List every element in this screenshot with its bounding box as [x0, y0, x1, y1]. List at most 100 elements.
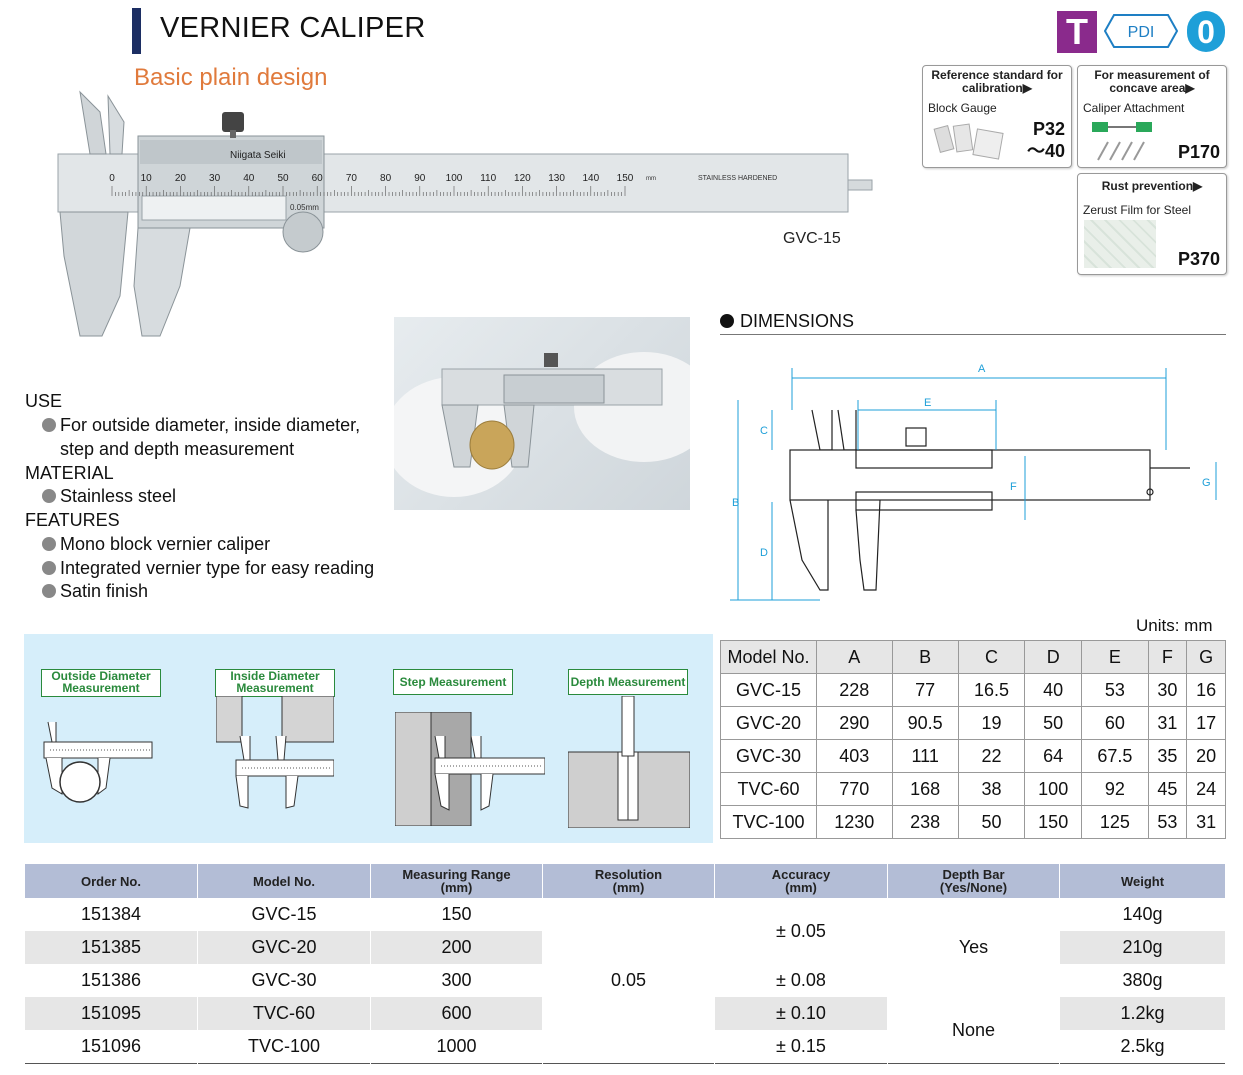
weight: 2.5kg [1059, 1030, 1225, 1064]
order-table: Order No. Model No. Measuring Range (mm)… [24, 864, 1225, 1064]
table-cell: 1230 [816, 805, 893, 839]
scale-number: 100 [446, 173, 463, 184]
model-no: GVC-30 [197, 964, 371, 997]
dimensions-heading-text: DIMENSIONS [740, 311, 855, 331]
table-cell: 64 [1024, 739, 1083, 773]
col-header: G [1186, 640, 1226, 674]
feature-item-text: Integrated vernier type for easy reading [60, 558, 375, 578]
table-cell: 770 [816, 772, 893, 806]
feature-item-text: Mono block vernier caliper [60, 534, 271, 554]
col-header: E [1081, 640, 1149, 674]
feature-item: Integrated vernier type for easy reading [42, 558, 374, 579]
table-cell: 16 [1186, 673, 1226, 707]
ref-rust-page: P370 [1177, 249, 1220, 269]
table-cell: 150 [1024, 805, 1083, 839]
measuring-range: 600 [370, 997, 543, 1030]
ref-concave-page: P170 [1177, 142, 1220, 162]
col-header: C [957, 640, 1026, 674]
col-header: Resolution (mm) [542, 864, 715, 898]
col-header: Accuracy (mm) [714, 864, 888, 898]
step-measurement-icon [395, 712, 545, 826]
material-item-text: Stainless steel [60, 486, 177, 506]
table-cell: 31 [1147, 706, 1188, 740]
table-cell: 100 [1024, 772, 1083, 806]
col-header: Model No. [720, 640, 817, 674]
scale-number: 70 [346, 173, 358, 184]
use-item: For outside diameter, inside diameter, [42, 415, 360, 436]
caliper-brand: Niigata Seiki [230, 150, 286, 161]
table-cell: GVC-20 [720, 706, 817, 740]
dimensions-heading: DIMENSIONS [720, 311, 854, 332]
depth-measurement-icon [568, 696, 690, 828]
feature-item: Satin finish [42, 581, 148, 602]
table-cell: TVC-60 [720, 772, 817, 806]
dim-letter-b: B [732, 497, 739, 509]
step-measurement-label: Step Measurement [393, 669, 513, 695]
features-heading: FEATURES [25, 510, 120, 530]
table-cell: 403 [816, 739, 893, 773]
dim-letter-a: A [978, 363, 986, 375]
dim-letter-c: C [760, 425, 768, 437]
zero-badge-text: 0 [1197, 14, 1215, 50]
model-no: TVC-100 [197, 1030, 371, 1064]
scale-number: 0 [109, 173, 115, 184]
bullet-icon [42, 584, 56, 598]
depth-measurement-label: Depth Measurement [568, 669, 688, 695]
depth-bar-cell: None [887, 997, 1060, 1064]
order-no: 151096 [24, 1030, 198, 1064]
badge-t-icon: T [1057, 11, 1097, 53]
scale-number: 130 [548, 173, 565, 184]
table-cell: 35 [1147, 739, 1188, 773]
table-cell: 67.5 [1081, 739, 1149, 773]
table-cell: 17 [1186, 706, 1226, 740]
model-no: GVC-20 [197, 931, 371, 964]
ref-box-rust[interactable]: Rust prevention▶ Zerust Film for Steel P… [1077, 173, 1227, 275]
col-header: Order No. [24, 864, 198, 898]
table-cell: 40 [1024, 673, 1083, 707]
scale-number: 80 [380, 173, 392, 184]
ref-rust-item: Zerust Film for Steel [1083, 203, 1192, 217]
table-cell: 19 [957, 706, 1026, 740]
outside-diameter-icon [43, 721, 153, 803]
scale-number: 120 [514, 173, 531, 184]
accuracy-cell: ± 0.10 [714, 997, 888, 1030]
table-cell: 228 [816, 673, 893, 707]
feature-item: Mono block vernier caliper [42, 534, 270, 555]
title-accent-bar [132, 8, 141, 54]
table-cell: 168 [891, 772, 959, 806]
table-row: 151096 TVC-100 1000 ± 0.15 2.5kg [24, 1030, 1225, 1064]
dim-letter-d: D [760, 547, 768, 559]
bullet-icon [42, 537, 56, 551]
col-header: A [816, 640, 893, 674]
dimensions-diagram: A B C D E F G [730, 363, 1217, 601]
scale-number: 60 [312, 173, 324, 184]
dim-letter-g: G [1202, 477, 1211, 489]
order-header-row: Order No. Model No. Measuring Range (mm)… [24, 864, 1225, 898]
measuring-range: 1000 [370, 1030, 543, 1064]
table-cell: 45 [1147, 772, 1188, 806]
weight: 210g [1059, 931, 1225, 964]
caliper-attachment-icon [1092, 122, 1152, 161]
table-row: 151386 GVC-30 300 ± 0.08 380g [24, 964, 1225, 997]
table-cell: 31 [1186, 805, 1226, 839]
ref-box-calibration[interactable]: Reference standard for calibration▶ Bloc… [922, 65, 1072, 168]
scale-number: 40 [243, 173, 255, 184]
measurement-types-panel: Outside Diameter Measurement Inside Diam… [24, 634, 713, 843]
ref-box-concave[interactable]: For measurement of concave area▶ Caliper… [1077, 65, 1227, 168]
scale-number: 90 [414, 173, 426, 184]
block-gauge-icon [933, 123, 1004, 160]
col-header: Model No. [197, 864, 371, 898]
col-header: F [1147, 640, 1188, 674]
weight: 140g [1059, 898, 1225, 931]
table-cell: 92 [1081, 772, 1149, 806]
inside-diameter-icon [216, 696, 334, 809]
dim-letter-e: E [924, 397, 931, 409]
measuring-range: 300 [370, 964, 543, 997]
outside-diameter-label: Outside Diameter Measurement [41, 669, 161, 697]
weight: 380g [1059, 964, 1225, 997]
dimensions-divider [720, 334, 1226, 335]
